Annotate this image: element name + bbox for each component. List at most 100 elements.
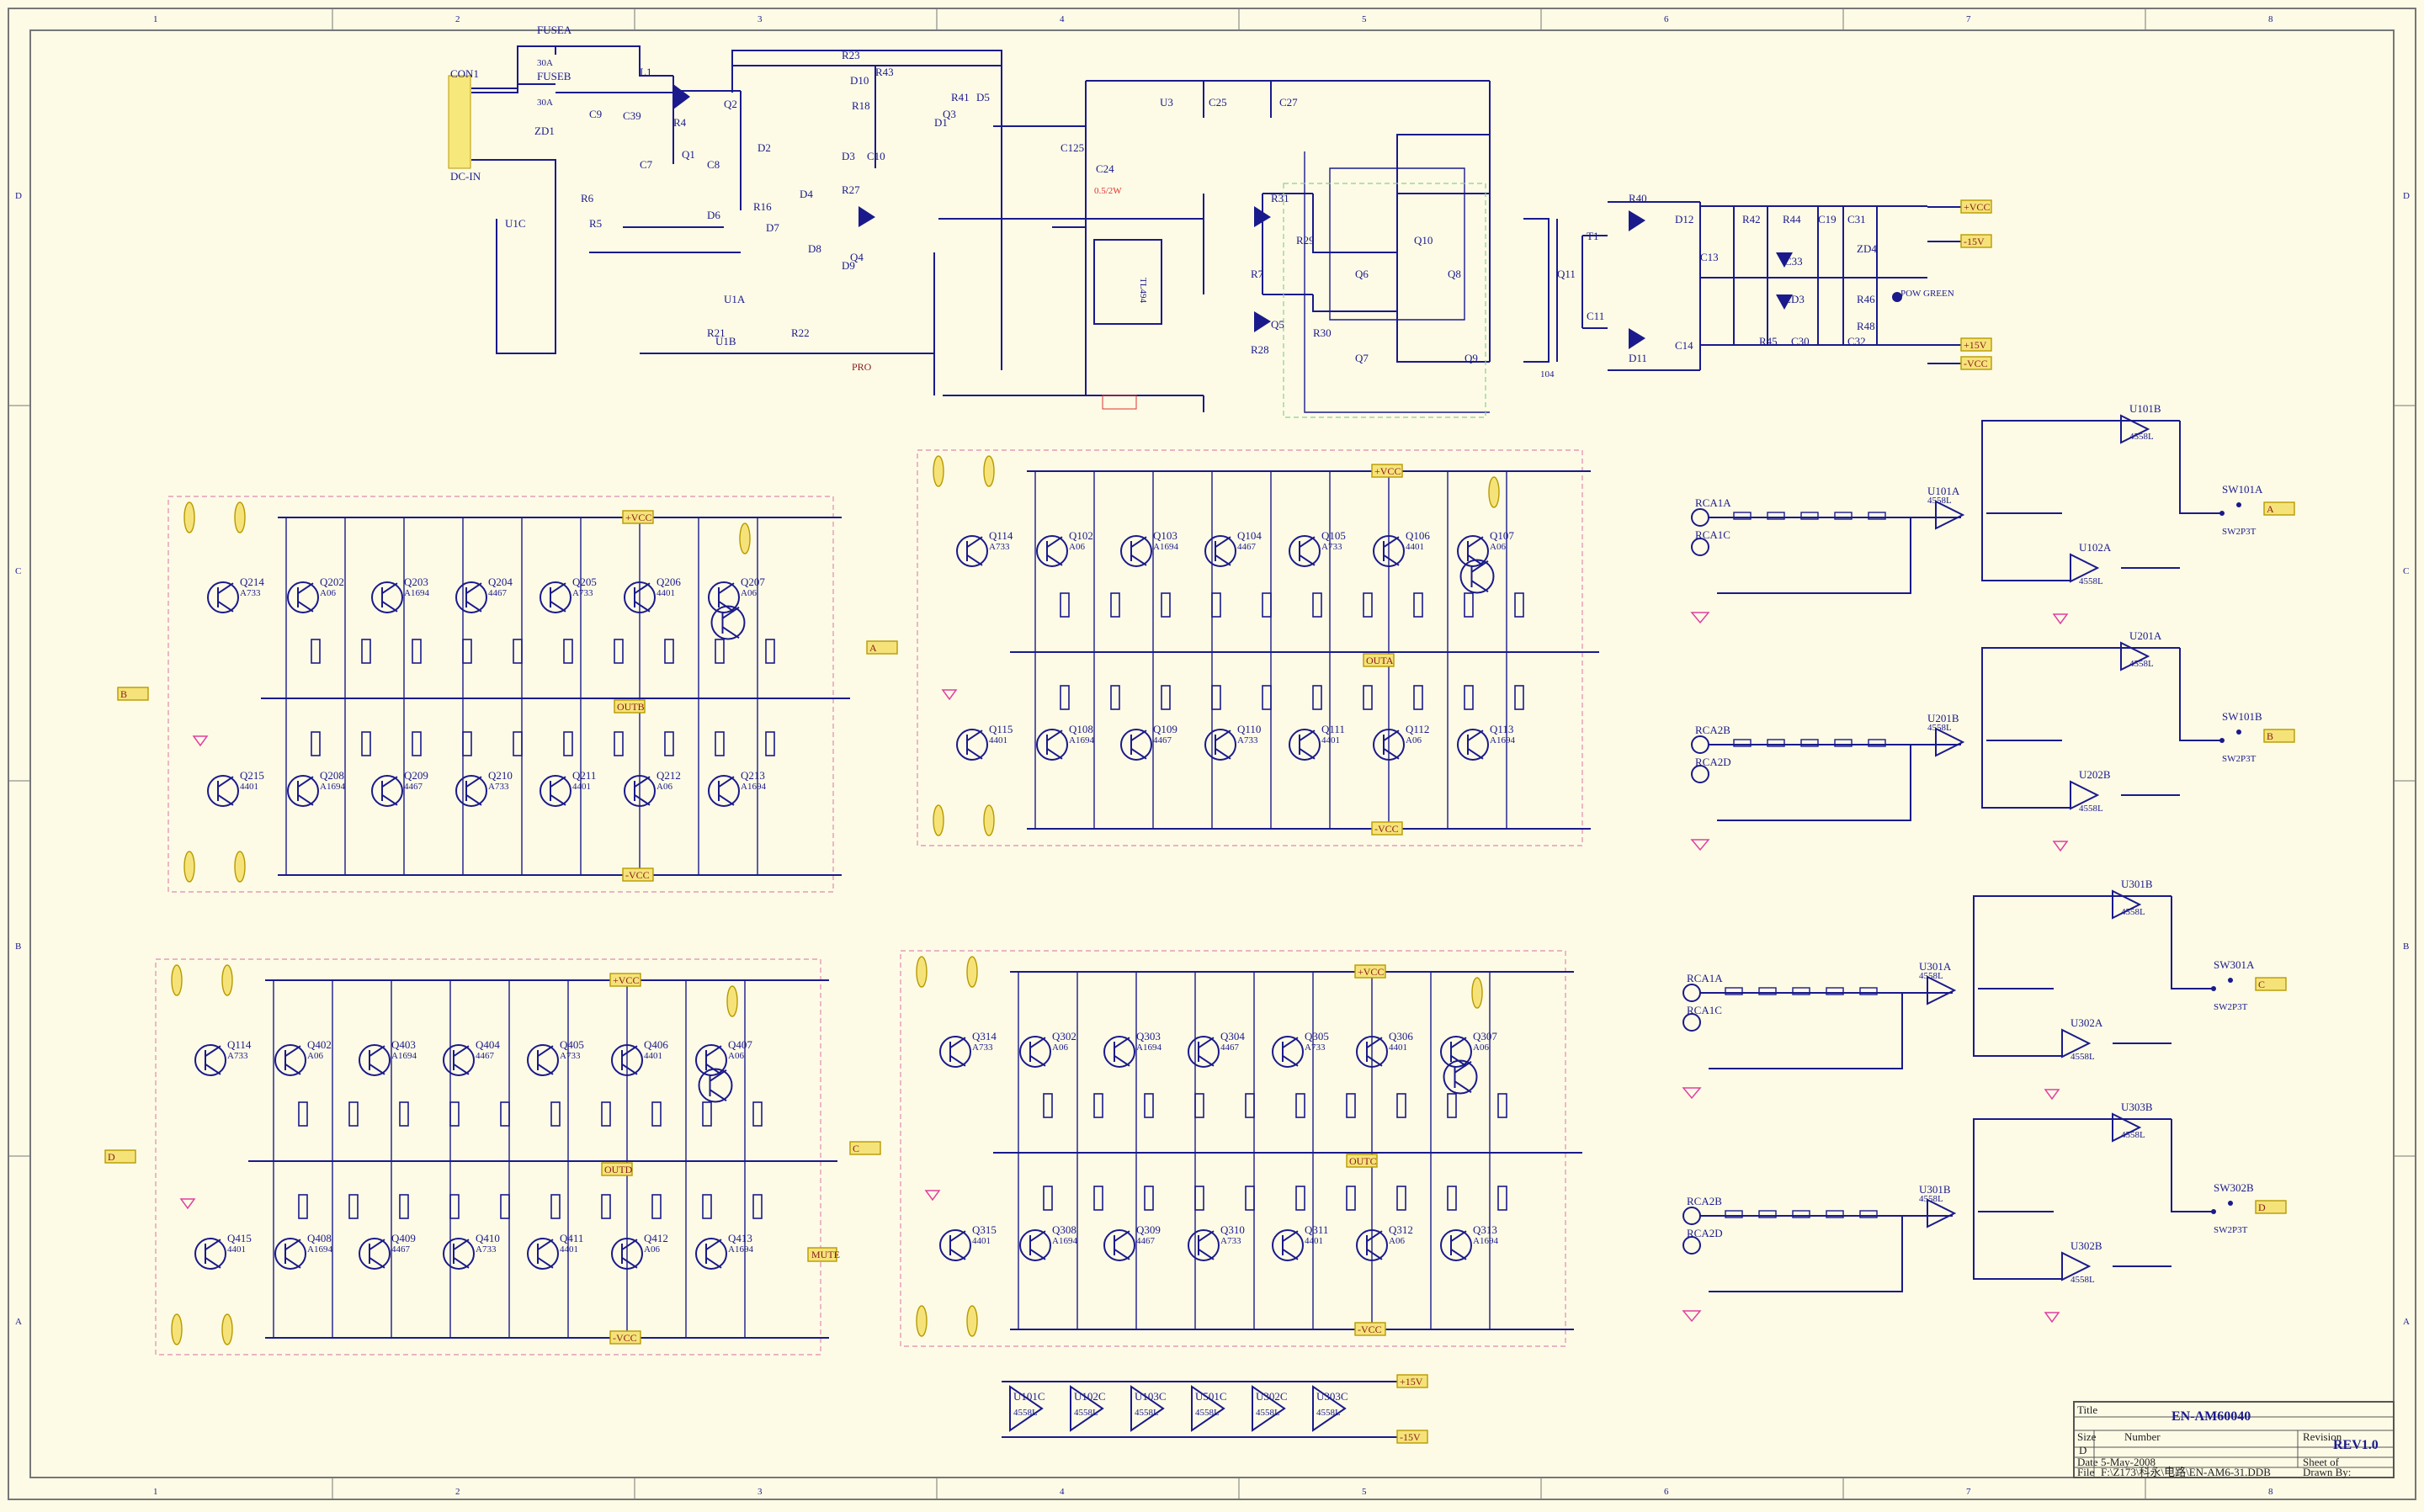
transistor-ref: Q212 bbox=[656, 769, 681, 782]
resistor bbox=[651, 1194, 662, 1219]
resistor bbox=[1413, 685, 1423, 710]
ps-ref-2: C39 bbox=[623, 109, 641, 122]
transistor-ref: Q404 bbox=[476, 1038, 500, 1051]
diode-d13 bbox=[1254, 206, 1271, 227]
transistor-q413 bbox=[695, 1238, 727, 1270]
opamp-type: 4558L bbox=[2121, 907, 2145, 917]
minus-vcc-tag bbox=[609, 1330, 641, 1345]
transistor-q112-leads bbox=[1383, 729, 1400, 760]
ps-ref-50: Q10 bbox=[1414, 234, 1433, 247]
input-port-B-label: B bbox=[120, 688, 127, 700]
transistor-val: A06 bbox=[1406, 735, 1422, 745]
transistor-ref: Q103 bbox=[1153, 529, 1177, 542]
transistor-val: A733 bbox=[476, 1244, 497, 1255]
resistor bbox=[462, 639, 472, 664]
amp-channel-C: Q314A733Q3154401Q302A06Q303A1694Q3044467… bbox=[849, 950, 1582, 1347]
transistor-q215-leads bbox=[217, 776, 234, 806]
pwm-chip-label: TL494 bbox=[1138, 278, 1148, 303]
opamp-ref: U301B bbox=[2121, 878, 2153, 890]
opamp-ref: U201B bbox=[1927, 712, 1959, 724]
size-value: D bbox=[2079, 1444, 2086, 1456]
output-transistor-leads bbox=[709, 1069, 727, 1102]
dc-in-connector bbox=[448, 75, 471, 169]
resistor bbox=[1758, 1210, 1777, 1218]
ps-ref-30: R23 bbox=[842, 49, 860, 61]
ground-symbol bbox=[1682, 1087, 1702, 1100]
opamp-type: 4558L bbox=[2070, 1052, 2095, 1062]
transistor-val: A06 bbox=[307, 1051, 323, 1061]
transistor-q411 bbox=[527, 1238, 559, 1270]
transistor-val: A1694 bbox=[320, 782, 345, 792]
transistor-ref: Q109 bbox=[1153, 723, 1177, 735]
output-transistor bbox=[1443, 1059, 1478, 1095]
grid-row-left-D: D bbox=[15, 191, 22, 201]
transistor-val: A733 bbox=[972, 1042, 993, 1053]
transistor-val: 4467 bbox=[488, 588, 508, 598]
transistor-q205-leads bbox=[550, 582, 566, 613]
opamp-u101a bbox=[1935, 500, 1965, 530]
switch-ref: SW302B bbox=[2214, 1181, 2254, 1194]
ground-symbol bbox=[2052, 613, 2069, 625]
vcc-tag-label: +VCC bbox=[1358, 966, 1384, 978]
grid-row-left-C: C bbox=[15, 566, 21, 576]
ps-ref-42: R29 bbox=[1296, 234, 1315, 247]
resistor bbox=[412, 731, 422, 756]
grid-col-bottom-5: 5 bbox=[1362, 1487, 1367, 1497]
transistor-q413-leads bbox=[705, 1239, 722, 1269]
resistor bbox=[412, 639, 422, 664]
resistor bbox=[1161, 592, 1171, 618]
preamp-wiring bbox=[1709, 647, 2222, 821]
transistor-val: A1694 bbox=[307, 1244, 332, 1255]
output-port-outa-label: OUTA bbox=[1366, 655, 1394, 666]
switch-type: SW2P3T bbox=[2222, 754, 2257, 764]
ps-ref-10: Q3 bbox=[943, 108, 956, 120]
resistor bbox=[449, 1194, 460, 1219]
resistor bbox=[311, 639, 321, 664]
transistor-q303 bbox=[1103, 1036, 1135, 1068]
rca-jack-c bbox=[1682, 1236, 1701, 1255]
ps-ref-15: ZD1 bbox=[534, 125, 555, 137]
transistor-q410 bbox=[443, 1238, 475, 1270]
ps-ref-16: D1 bbox=[934, 116, 948, 129]
power-supply-section: CON1 DC-IN FUSEA 30A FUSEB 30A TL494 0.5… bbox=[448, 24, 1954, 418]
transistor-ref: Q114 bbox=[227, 1038, 252, 1051]
ps-ref-40: R7 bbox=[1251, 268, 1264, 280]
transistor-val: A733 bbox=[227, 1051, 248, 1061]
pro-port bbox=[726, 985, 738, 1017]
transistor-q203-leads bbox=[381, 582, 398, 613]
bias-port-bottom-2 bbox=[234, 851, 246, 883]
opamp-type: 4558L bbox=[2129, 659, 2154, 669]
preamp-stages: RCA1ARCA1CU101A4558LU102A4558LU101B4558L… bbox=[1682, 402, 2295, 1324]
transistor-ref: Q104 bbox=[1237, 529, 1262, 542]
vcc-tag-label: +VCC bbox=[1374, 465, 1401, 477]
transistor-ref: Q215 bbox=[240, 769, 264, 782]
resistor bbox=[702, 1101, 712, 1127]
output-transistor bbox=[698, 1068, 733, 1103]
ground-symbol bbox=[1690, 612, 1710, 624]
bias-port-bottom-2 bbox=[983, 804, 995, 836]
transistor-q305 bbox=[1272, 1036, 1304, 1068]
ps-ref-67: ZD3 bbox=[1784, 293, 1805, 305]
opamp-ref: U102A bbox=[2079, 541, 2112, 554]
transistor-q214-leads bbox=[217, 582, 234, 613]
resistor bbox=[1514, 592, 1524, 618]
resistor bbox=[664, 731, 674, 756]
number-label: Number bbox=[2124, 1430, 2161, 1443]
minus-vcc-tag-label: -VCC bbox=[1374, 823, 1399, 835]
ground-symbol bbox=[1682, 1310, 1702, 1323]
rca-jack-c bbox=[1682, 1013, 1701, 1032]
transistor-q406 bbox=[611, 1044, 643, 1076]
opamp-u302a bbox=[2061, 1028, 2092, 1058]
transistor-val: A06 bbox=[644, 1244, 660, 1255]
opamp-ref: U301A bbox=[1919, 960, 1952, 973]
opamp-pack-type: 4558L bbox=[1013, 1408, 1038, 1418]
transistor-ref: Q304 bbox=[1220, 1030, 1245, 1042]
rca-jack-ref: RCA2D bbox=[1687, 1227, 1723, 1239]
transistor-q309 bbox=[1103, 1229, 1135, 1261]
transistor-q113-leads bbox=[1467, 729, 1484, 760]
channel-rails bbox=[248, 979, 837, 1339]
ps-ref-7: R6 bbox=[581, 192, 594, 204]
output-port-outd bbox=[601, 1162, 633, 1176]
bias-port-bottom bbox=[183, 851, 195, 883]
minus-vcc-tag-label: -VCC bbox=[1358, 1324, 1382, 1335]
